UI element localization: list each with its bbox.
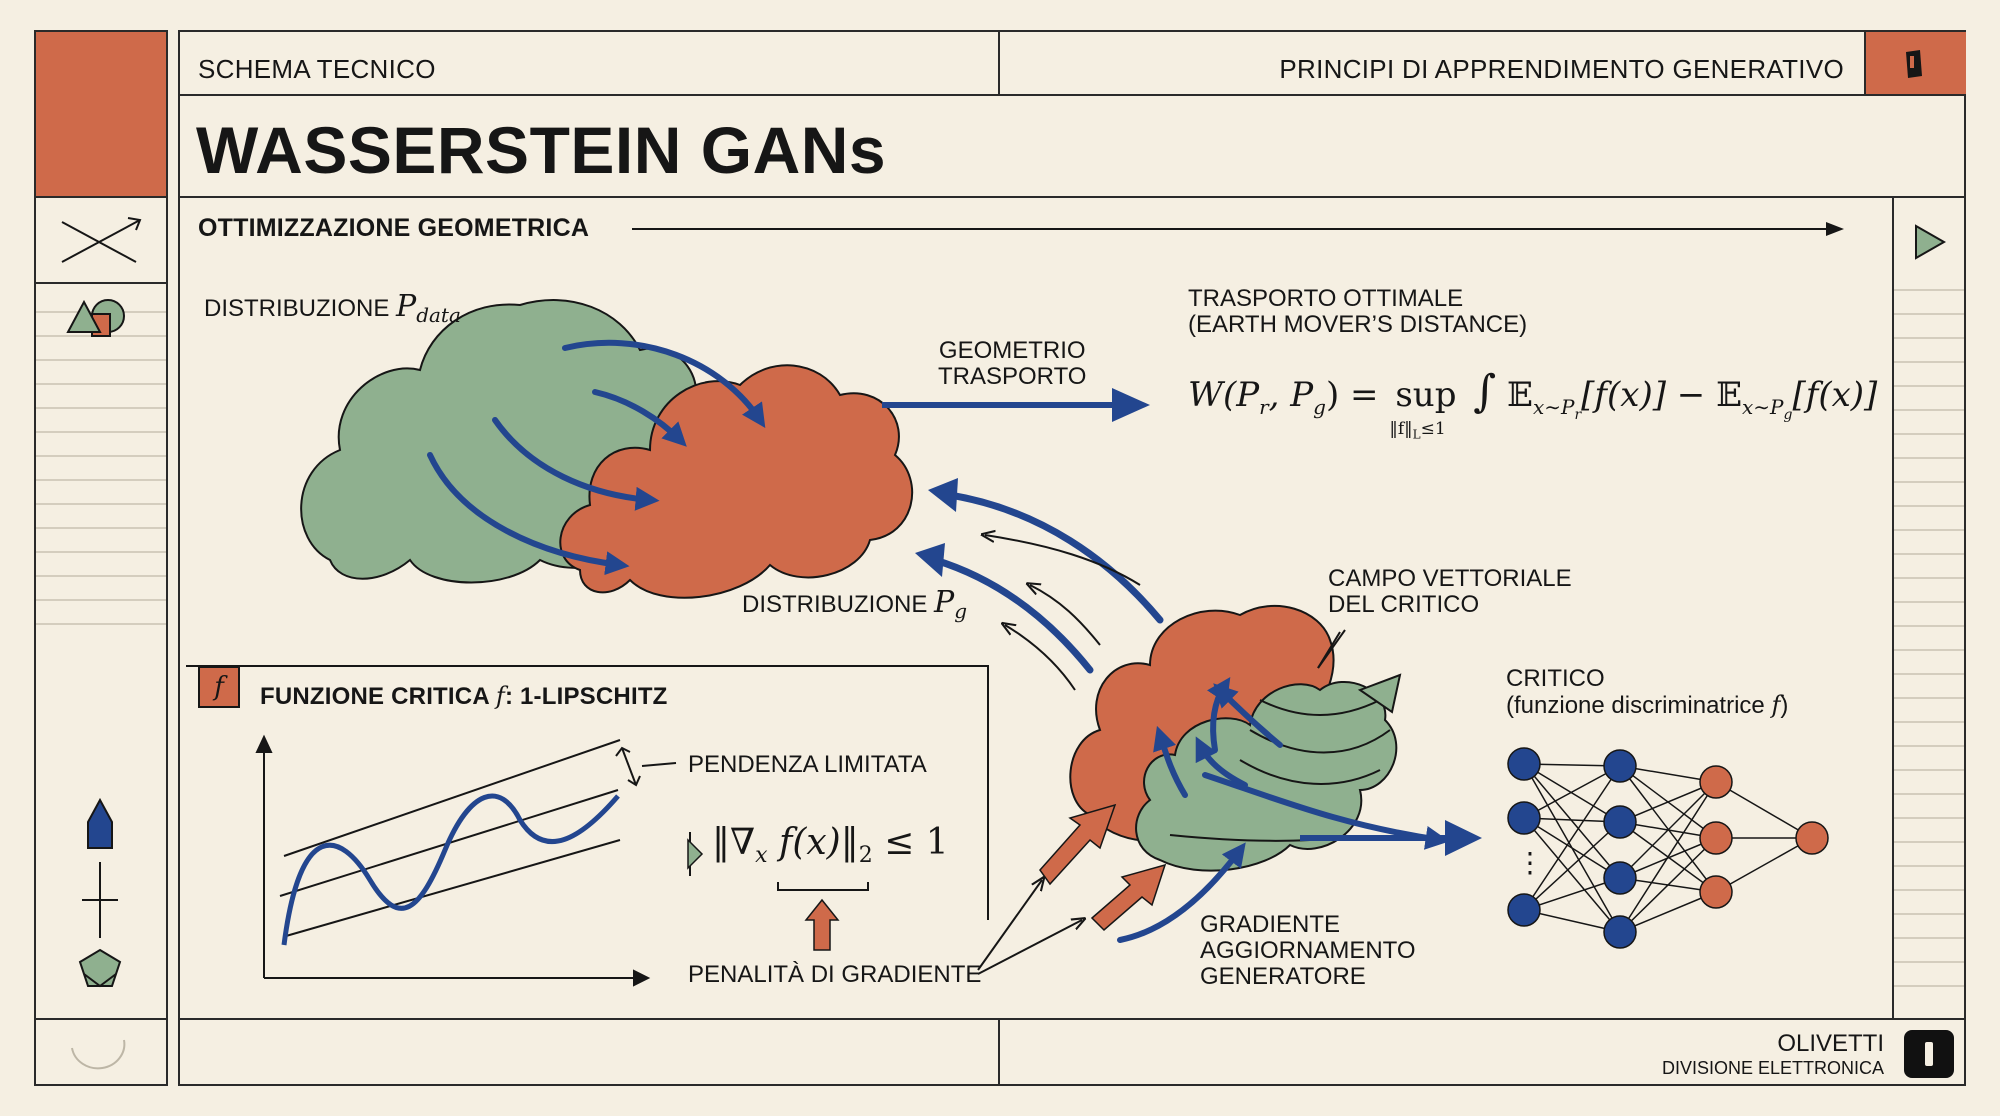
critic-field-green xyxy=(1135,680,1398,872)
sidebar-divider xyxy=(36,196,166,198)
critic-output-arrow xyxy=(1300,820,1482,856)
title-row-divider xyxy=(180,196,1964,198)
p-data-label: DISTRIBUZIONE Pdata xyxy=(204,289,461,327)
shapes-icon xyxy=(66,299,125,337)
transport-arrow xyxy=(427,452,630,576)
left-sidebar xyxy=(34,30,168,1086)
play-icon xyxy=(1915,224,1947,260)
olivetti-logo-icon xyxy=(1904,1030,1954,1078)
header-row-divider xyxy=(180,94,1964,96)
nn-output-node xyxy=(1795,821,1829,855)
critic-function-curve xyxy=(281,793,620,946)
critic-network xyxy=(1507,747,1829,949)
header-left-label: SCHEMA TECNICO xyxy=(198,54,436,84)
penalty-up-arrow xyxy=(804,898,840,951)
sidebar-divider xyxy=(36,1018,166,1020)
wasserstein-formula: W(Pr, Pg) = sup ‖f‖L≤1 ∫ 𝔼x∼Pr[f(x)] − 𝔼… xyxy=(1188,366,1878,442)
main-frame xyxy=(178,30,1966,1086)
nn-hidden-node xyxy=(1603,805,1637,839)
footer-col-divider xyxy=(998,1020,1000,1084)
lipschitz-title: FUNZIONE CRITICA f: 1-LIPSCHITZ xyxy=(260,682,668,710)
transport-label: GEOMETRIO TRASPORTO xyxy=(938,337,1087,390)
footer-brand: OLIVETTI xyxy=(1777,1030,1884,1057)
pointer-icon xyxy=(1906,50,1922,78)
pointer-icon xyxy=(87,797,113,849)
optimal-transport-title: TRASPORTO OTTIMALE (EARTH MOVER’S DISTAN… xyxy=(1188,285,1528,338)
transport-arrow xyxy=(592,389,687,447)
gradient-penalty-label: PENALITÀ DI GRADIENTE xyxy=(688,961,982,988)
nn-hidden-node xyxy=(1603,915,1637,949)
transport-arrow xyxy=(492,417,660,511)
nn-hidden2-node xyxy=(1699,875,1733,909)
p-g-label: DISTRIBUZIONE Pg xyxy=(742,585,968,623)
critic-label: CRITICO (funzione discriminatrice f) xyxy=(1506,665,1789,719)
arc-icon xyxy=(71,1039,126,1070)
p-g-cloud xyxy=(559,364,914,599)
critic-field-label: CAMPO VETTORIALE DEL CRITICO xyxy=(1328,565,1572,618)
footer-row-divider xyxy=(180,1018,1964,1020)
gradient-norm-formula: ‖∇x f(x)‖2 ≤ 1 xyxy=(712,822,949,869)
cross-arrow-icon xyxy=(61,217,142,263)
critic-f-icon: f xyxy=(198,666,240,708)
nn-hidden2-node xyxy=(1699,765,1733,799)
pentagon-icon xyxy=(78,948,122,988)
nn-hidden-node xyxy=(1603,749,1637,783)
header-right-label: PRINCIPI DI APPRENDIMENTO GENERATIVO xyxy=(1279,54,1844,84)
section-title: OTTIMIZZAZIONE GEOMETRICA xyxy=(198,214,590,242)
section-arrow xyxy=(632,222,1844,236)
slope-label: PENDENZA LIMITATA xyxy=(688,751,927,778)
nn-hidden-node xyxy=(1603,861,1637,895)
nn-input-node xyxy=(1507,893,1541,927)
sidebar-accent-block xyxy=(36,32,166,196)
crosshair-icon xyxy=(82,862,118,938)
generator-update-label: GRADIENTE AGGIORNAMENTO GENERATORE xyxy=(1200,911,1416,990)
right-rail-divider xyxy=(1892,198,1894,1018)
nn-input-node xyxy=(1507,747,1541,781)
geometric-transport-arrow xyxy=(882,388,1150,422)
lipschitz-panel-border xyxy=(186,665,989,920)
nn-input-node xyxy=(1507,801,1541,835)
header-col-divider xyxy=(998,32,1000,96)
nn-hidden2-node xyxy=(1699,821,1733,855)
nn-ellipsis: ⋮ xyxy=(1516,847,1544,878)
page-title: WASSERSTEIN GANs xyxy=(196,113,887,187)
sidebar-divider xyxy=(36,282,166,284)
transport-arrow xyxy=(562,339,766,428)
footer-division: DIVISIONE ELETTRONICA xyxy=(1661,1058,1884,1078)
